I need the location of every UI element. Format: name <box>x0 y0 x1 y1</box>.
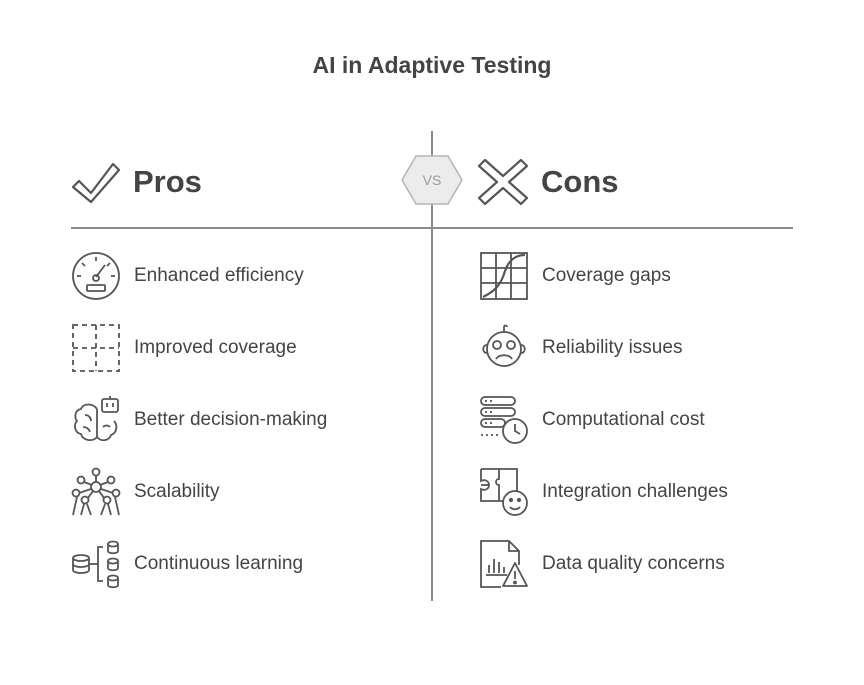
network-people-icon <box>71 467 121 516</box>
brain-robot-icon <box>74 396 119 442</box>
cons-item-reliability: Reliability issues <box>479 323 682 373</box>
cons-item-label: Integration challenges <box>542 481 728 502</box>
cons-heading: Cons <box>541 164 619 199</box>
pros-underline <box>71 227 431 229</box>
pros-header: Pros <box>71 160 202 204</box>
pros-item-label: Scalability <box>134 481 220 502</box>
checkmark-icon <box>71 162 121 204</box>
cross-icon <box>477 158 529 206</box>
pros-item-label: Improved coverage <box>134 337 297 358</box>
cons-item-label: Data quality concerns <box>542 553 725 574</box>
cons-item-label: Computational cost <box>542 409 705 430</box>
pros-item-label: Enhanced efficiency <box>134 265 304 286</box>
vs-badge: VS <box>401 155 463 205</box>
diagram-title: AI in Adaptive Testing <box>312 52 552 78</box>
pros-item-label: Continuous learning <box>134 553 304 574</box>
puzzle-face-icon <box>480 468 528 516</box>
pros-item-learning: Continuous learning <box>71 539 303 589</box>
server-clock-icon <box>480 396 528 444</box>
grid-curve-icon <box>480 252 528 300</box>
robot-face-icon <box>482 324 526 367</box>
cons-item-label: Reliability issues <box>542 337 683 358</box>
pros-heading: Pros <box>133 164 202 199</box>
pros-item-label: Better decision-making <box>134 409 328 430</box>
database-flow-icon <box>72 540 119 589</box>
file-chart-warning-icon <box>480 540 528 588</box>
speedometer-icon <box>72 252 120 300</box>
center-divider <box>431 131 433 601</box>
pros-item-coverage: Improved coverage <box>71 323 297 373</box>
cons-header: Cons <box>477 158 619 206</box>
pros-item-decision: Better decision-making <box>71 395 327 445</box>
cons-item-integration: Integration challenges <box>479 467 728 517</box>
cons-item-computational-cost: Computational cost <box>479 395 705 445</box>
cons-underline <box>433 227 793 229</box>
vs-label: VS <box>423 172 442 188</box>
pros-item-efficiency: Enhanced efficiency <box>71 251 304 301</box>
pros-item-scalability: Scalability <box>71 467 220 517</box>
cons-item-label: Coverage gaps <box>542 265 671 286</box>
cons-item-data-quality: Data quality concerns <box>479 539 725 589</box>
dashed-grid-icon <box>72 324 120 372</box>
cons-item-coverage-gaps: Coverage gaps <box>479 251 671 301</box>
